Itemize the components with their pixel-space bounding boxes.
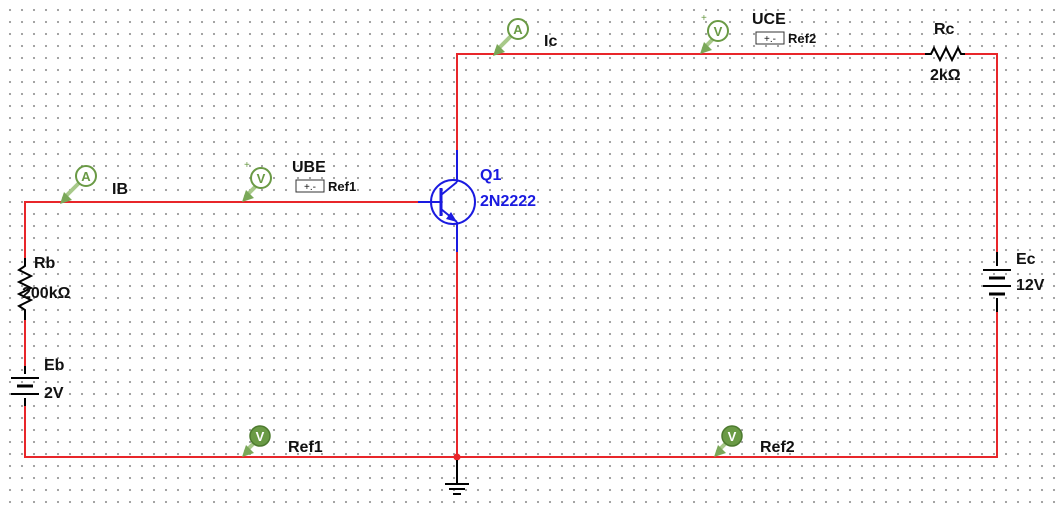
ammeter-icon: A xyxy=(513,22,523,37)
svg-text:+.-: +.- xyxy=(764,34,776,45)
voltmeter-icon: V xyxy=(256,429,265,444)
ib-label: IB xyxy=(112,181,128,198)
eb-value-label: 2V xyxy=(44,385,64,402)
battery-eb[interactable] xyxy=(11,366,39,406)
uce-ref-label: Ref2 xyxy=(788,31,816,46)
ec-value-label: 12V xyxy=(1016,277,1045,294)
transistor-q1[interactable] xyxy=(418,150,476,252)
wire-collector-loop[interactable] xyxy=(456,53,925,150)
resistor-rb[interactable] xyxy=(16,258,34,320)
wires xyxy=(24,53,998,458)
resistor-rc[interactable] xyxy=(925,45,965,63)
wire-base-loop[interactable] xyxy=(24,201,418,258)
rb-value-label: 200kΩ xyxy=(22,285,71,302)
junction-node xyxy=(453,453,461,461)
ec-name-label: Ec xyxy=(1016,251,1036,268)
plus-icon: + xyxy=(701,13,707,24)
uce-label: UCE xyxy=(752,11,786,28)
ref-box-ube: +.- xyxy=(295,179,325,193)
voltmeter-probe-ube[interactable]: V + xyxy=(242,160,272,202)
voltmeter-icon: V xyxy=(728,429,737,444)
voltmeter-icon: V xyxy=(714,24,723,39)
rc-name-label: Rc xyxy=(934,21,955,38)
wire-ec-to-rc[interactable] xyxy=(965,53,998,252)
ammeter-probe-ib[interactable]: A xyxy=(60,165,97,204)
reference-probe-ref2[interactable]: V xyxy=(714,425,743,457)
q1-model-label: 2N2222 xyxy=(480,193,536,210)
wire-eb-to-ground[interactable] xyxy=(24,312,998,458)
ref2-probe-label: Ref2 xyxy=(760,439,795,456)
ube-label: UBE xyxy=(292,159,326,176)
ref1-probe-label: Ref1 xyxy=(288,439,323,456)
emitter-arrow-icon xyxy=(446,212,457,222)
ube-ref-label: Ref1 xyxy=(328,179,356,194)
rc-value-label: 2kΩ xyxy=(930,67,961,84)
reference-probe-ref1[interactable]: V xyxy=(242,425,271,457)
ic-label: Ic xyxy=(544,33,557,50)
eb-name-label: Eb xyxy=(44,357,65,374)
voltmeter-probe-uce[interactable]: V + xyxy=(700,13,729,54)
battery-ec[interactable] xyxy=(983,252,1011,312)
voltmeter-icon: V xyxy=(257,171,266,186)
ground-symbol[interactable] xyxy=(445,460,469,495)
ammeter-icon: A xyxy=(81,169,91,184)
ref-box-uce: +.- xyxy=(755,31,785,45)
ammeter-probe-ic[interactable]: A xyxy=(493,18,529,56)
svg-text:+.-: +.- xyxy=(304,182,316,193)
plus-icon: + xyxy=(244,160,250,171)
q1-name-label: Q1 xyxy=(480,167,501,184)
rb-name-label: Rb xyxy=(34,255,56,272)
